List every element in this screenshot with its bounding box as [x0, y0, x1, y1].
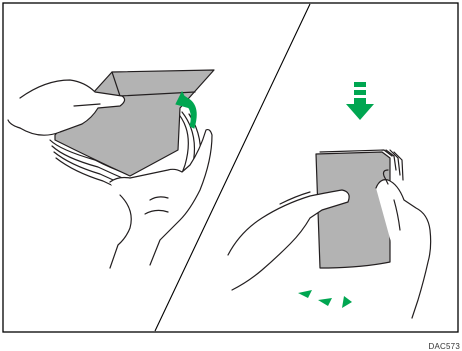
figure-code: DAC573 [429, 342, 460, 351]
down-arrow-icon [346, 82, 374, 120]
tap-align-envelope-stack-icon [228, 150, 431, 318]
tap-motion-marks [298, 290, 352, 308]
